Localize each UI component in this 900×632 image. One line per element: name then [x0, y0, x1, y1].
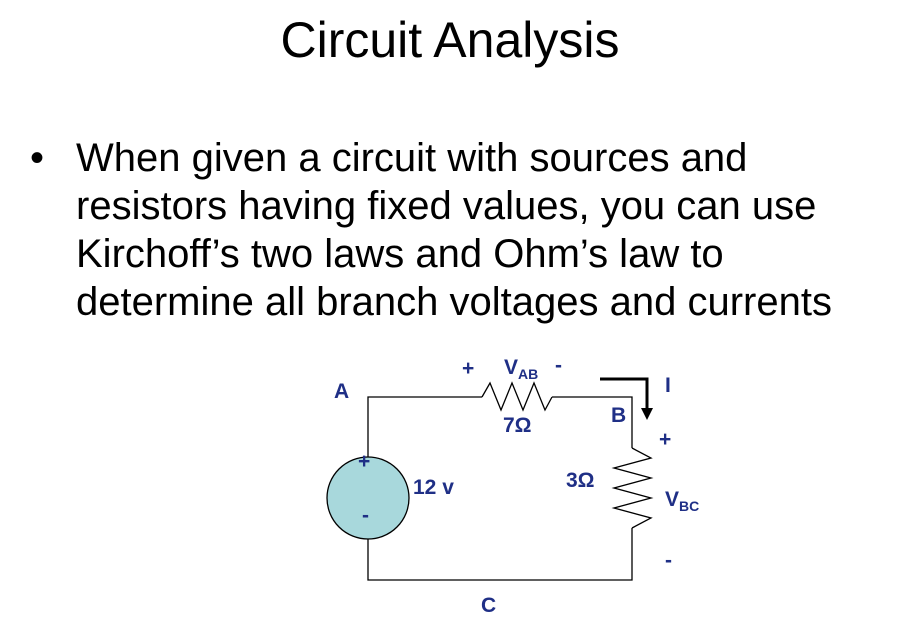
wire-top-left	[367, 396, 482, 458]
wire-top-right	[552, 396, 633, 448]
bullet-point: • When given a circuit with sources and …	[30, 134, 880, 326]
voltage-source	[326, 456, 410, 540]
node-label-c: C	[481, 594, 496, 617]
current-arrow	[600, 377, 653, 420]
r-top-plus: +	[462, 357, 474, 380]
r-right-minus: -	[665, 549, 672, 572]
source-plus: +	[358, 450, 370, 473]
r-right-voltage-main: V	[665, 488, 679, 511]
node-label-b: B	[611, 404, 626, 427]
r-top-value: 7Ω	[503, 414, 532, 437]
r-top-voltage-sub: AB	[518, 366, 538, 382]
r-top-voltage: VAB	[504, 356, 538, 382]
bullet-text: When given a circuit with sources and re…	[76, 136, 832, 324]
r-top-minus: -	[555, 354, 562, 377]
resistor-7ohm	[481, 381, 553, 412]
r-right-voltage-sub: BC	[679, 498, 699, 514]
r-right-plus: +	[659, 428, 671, 451]
r-top-voltage-main: V	[504, 356, 518, 379]
source-minus: -	[362, 504, 369, 527]
r-right-value: 3Ω	[566, 469, 595, 492]
bullet-marker: •	[30, 136, 45, 180]
node-label-a: A	[334, 380, 349, 403]
circuit-wires	[367, 396, 633, 581]
r-right-voltage: VBC	[665, 488, 699, 514]
resistor-3ohm	[611, 447, 654, 529]
source-value: 12 v	[413, 476, 454, 499]
wire-right-bottom	[367, 528, 633, 581]
current-label: I	[665, 374, 671, 397]
slide-title: Circuit Analysis	[280, 12, 620, 68]
